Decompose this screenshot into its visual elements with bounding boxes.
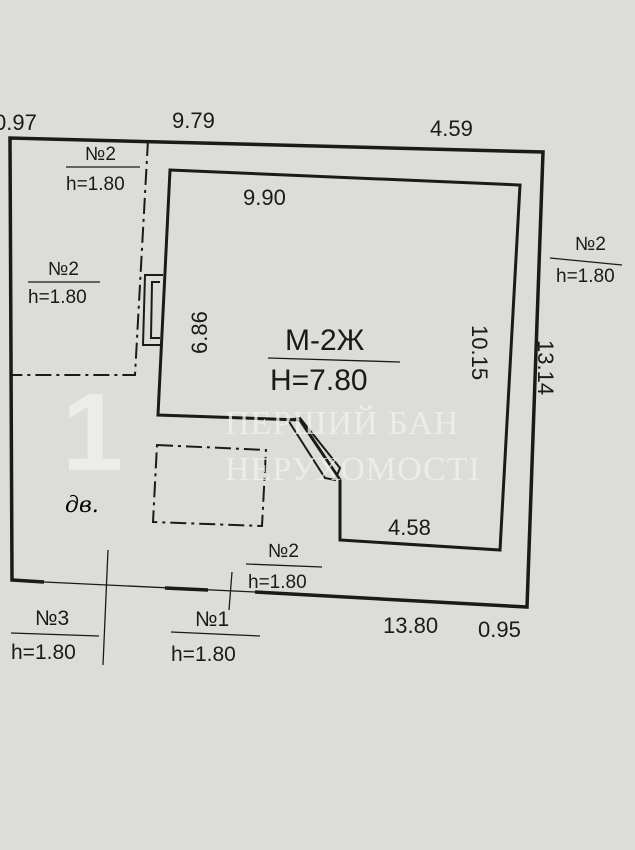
- shed-outline: [151, 443, 268, 528]
- svg-text:№2: №2: [48, 259, 79, 280]
- plot-boundary: [8, 136, 545, 609]
- svg-text:h=1.80: h=1.80: [556, 266, 615, 287]
- fence-label: №2 h=1.80: [28, 259, 100, 308]
- svg-text:h=1.80: h=1.80: [11, 641, 76, 664]
- boundary-thin-segment: [43, 581, 256, 593]
- dim-top-right: 4.59: [430, 116, 473, 141]
- yard-label: дв.: [65, 493, 99, 518]
- steps: [141, 274, 163, 346]
- svg-text:h=1.80: h=1.80: [28, 287, 87, 308]
- dim-inner-left: 6.86: [187, 311, 212, 354]
- building-outline: [156, 168, 522, 552]
- svg-text:h=1.80: h=1.80: [66, 174, 125, 195]
- dim-outer-bottom: 13.80: [383, 613, 438, 638]
- dim-top-mid: 9.79: [172, 108, 215, 133]
- fence-label: №2 h=1.80: [549, 234, 623, 287]
- dim-top-left: 0.97: [0, 110, 37, 135]
- building-label-divider: [267, 357, 401, 363]
- leader-line: [102, 549, 109, 666]
- fence-label: №2 h=1.80: [66, 144, 140, 195]
- fence-dashdot-vertical: [12, 139, 149, 376]
- watermark-line2: НЕРУХОМОСТІ: [225, 451, 481, 488]
- dim-inner-right: 10.15: [467, 325, 492, 380]
- svg-text:№1: №1: [195, 608, 229, 631]
- building-height: Н=7.80: [270, 364, 368, 397]
- fence-label: №3 h=1.80: [10, 607, 100, 664]
- watermark-logo: 1: [62, 371, 124, 494]
- svg-text:№2: №2: [85, 144, 116, 165]
- dim-bottom-right: 0.95: [478, 617, 521, 642]
- svg-text:№2: №2: [575, 234, 606, 255]
- svg-text:№3: №3: [35, 607, 69, 630]
- watermark-line1: ПЕРШИЙ БАН: [225, 405, 459, 442]
- fence-label: №1 h=1.80: [170, 608, 261, 666]
- svg-text:h=1.80: h=1.80: [171, 643, 236, 666]
- svg-text:h=1.80: h=1.80: [248, 572, 307, 593]
- fence-label: №2 h=1.80: [245, 541, 323, 593]
- dim-inner-top: 9.90: [243, 185, 286, 210]
- building-code: М-2Ж: [285, 324, 365, 357]
- svg-text:№2: №2: [268, 541, 299, 562]
- dim-inner-bottom: 4.58: [388, 515, 431, 540]
- porch: [286, 416, 342, 482]
- dim-outer-right: 13.14: [533, 340, 558, 395]
- leader-line: [228, 571, 233, 611]
